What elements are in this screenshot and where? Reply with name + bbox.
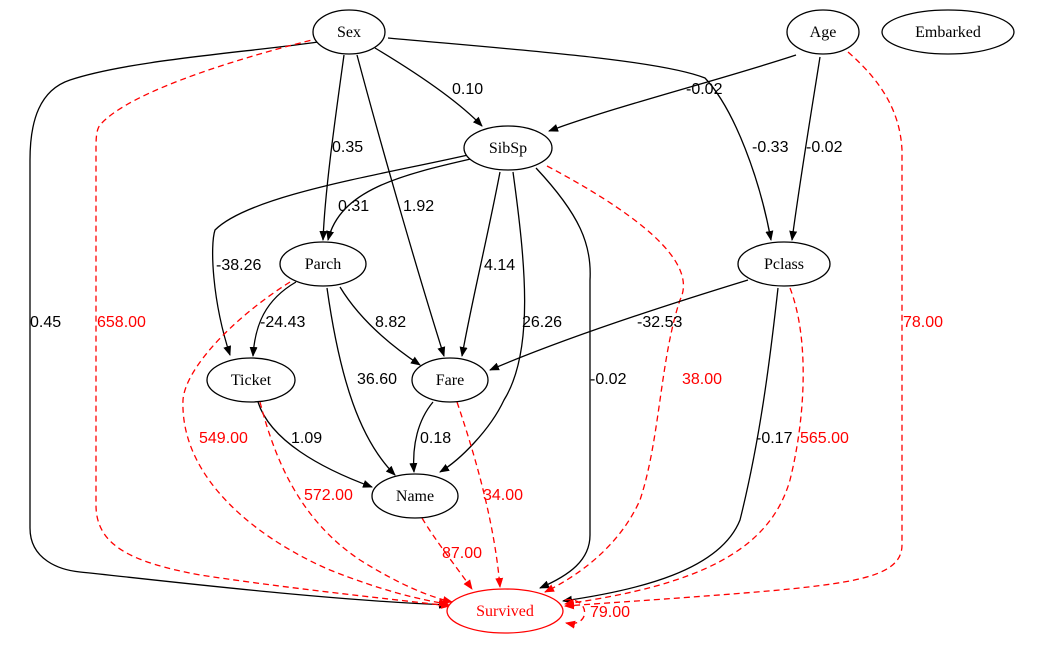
node-parch[interactable]: Parch	[279, 241, 367, 287]
node-label: Embarked	[915, 24, 981, 41]
nodes: Sex Age Embarked SibSp Parch Pclass Tick…	[206, 9, 1015, 634]
node-label: SibSp	[489, 140, 527, 157]
edge-label: 0.18	[420, 430, 451, 447]
edge-label: -0.02	[590, 371, 627, 388]
node-sex[interactable]: Sex	[312, 9, 386, 55]
node-name[interactable]: Name	[371, 473, 459, 519]
node-fare[interactable]: Fare	[411, 357, 489, 403]
edge-label: 0.35	[332, 139, 363, 156]
edge-fare-survived-dashed: 34.00	[456, 401, 523, 588]
node-survived[interactable]: Survived	[446, 588, 564, 634]
edge-label: 36.60	[357, 371, 397, 388]
edge-label: -38.26	[216, 257, 261, 274]
node-label: Parch	[305, 256, 341, 273]
node-label: Age	[810, 24, 837, 41]
edge-sex-survived-dashed: 658.00	[95, 37, 451, 609]
edge-ticket-survived-dashed: 572.00	[259, 401, 453, 604]
edge-sex-survived: 0.45	[29, 41, 449, 609]
edge-ticket-name: 1.09	[257, 401, 373, 488]
node-age[interactable]: Age	[786, 9, 860, 55]
edge-age-survived-dashed: 78.00	[564, 51, 943, 610]
edge-age-sibsp: -0.02	[548, 54, 797, 132]
edge-survived-self-dashed: 79.00	[564, 599, 630, 629]
edge-sibsp-parch: 0.31	[326, 157, 476, 241]
edge-parch-name: 36.60	[326, 287, 397, 476]
edge-label: 658.00	[97, 314, 146, 331]
edge-label: 549.00	[199, 430, 248, 447]
edge-label: 572.00	[304, 487, 353, 504]
edge-label: -0.02	[806, 139, 843, 156]
edge-label: 26.26	[522, 314, 562, 331]
edge-label: 0.45	[30, 314, 61, 331]
node-label: Fare	[436, 372, 464, 389]
edge-label: -32.53	[637, 314, 682, 331]
edge-label: 1.92	[403, 198, 434, 215]
edge-label: 1.09	[291, 430, 322, 447]
edge-sibsp-survived-dashed: 38.00	[544, 165, 722, 593]
node-embarked[interactable]: Embarked	[881, 9, 1015, 55]
edge-pclass-fare: -32.53	[489, 279, 749, 371]
edge-label: 565.00	[800, 430, 849, 447]
edge-pclass-survived: -0.17	[562, 287, 793, 604]
edge-label: -24.43	[260, 314, 305, 331]
edge-sibsp-ticket: -38.26	[212, 154, 469, 356]
edges: 0.45 658.00 0.35 1.92 0.10 -0.33	[29, 37, 943, 629]
node-ticket[interactable]: Ticket	[206, 357, 296, 403]
edge-label: 0.31	[338, 198, 369, 215]
edge-label: 38.00	[682, 371, 722, 388]
node-sibsp[interactable]: SibSp	[463, 125, 553, 171]
edge-parch-fare: 8.82	[339, 286, 421, 366]
edge-name-survived-dashed: 87.00	[421, 517, 482, 590]
edge-label: 87.00	[442, 545, 482, 562]
edge-sex-parch: 0.35	[319, 54, 363, 241]
edge-label: 8.82	[375, 314, 406, 331]
edge-label: 78.00	[903, 314, 943, 331]
edge-pclass-survived-dashed: 565.00	[564, 287, 849, 607]
edge-label: 0.10	[452, 81, 483, 98]
edge-age-pclass: -0.02	[789, 56, 843, 241]
node-pclass[interactable]: Pclass	[737, 241, 831, 287]
edge-sex-fare: 1.92	[356, 54, 446, 357]
edge-sibsp-fare: 4.14	[459, 171, 515, 357]
edge-label: 79.00	[590, 604, 630, 621]
edge-label: 34.00	[483, 487, 523, 504]
edge-label: -0.17	[756, 430, 793, 447]
node-label: Survived	[476, 603, 534, 620]
node-label: Sex	[337, 24, 361, 41]
edge-label: -0.02	[686, 81, 723, 98]
edge-parch-ticket: -24.43	[249, 281, 305, 357]
edge-fare-name: 0.18	[409, 401, 451, 473]
edge-label: -0.33	[752, 139, 789, 156]
node-label: Name	[396, 488, 434, 505]
node-label: Pclass	[764, 256, 804, 273]
edge-sex-pclass: -0.33	[387, 37, 789, 241]
edge-sibsp-name: 26.26	[439, 171, 562, 473]
edge-sibsp-survived: -0.02	[535, 167, 627, 589]
node-label: Ticket	[231, 372, 272, 389]
edge-sex-sibsp: 0.10	[374, 47, 483, 127]
edge-parch-survived-dashed: 549.00	[182, 281, 449, 607]
edge-label: 4.14	[484, 257, 515, 274]
